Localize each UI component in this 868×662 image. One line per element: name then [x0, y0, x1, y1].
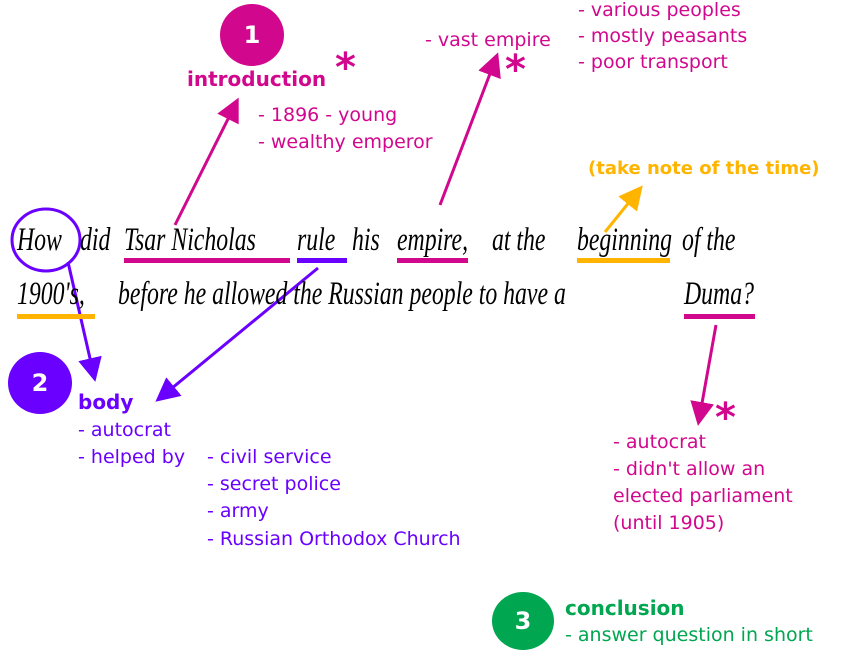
duma-point: elected parliament — [613, 485, 793, 507]
empire-detail: - mostly peasants — [578, 25, 748, 47]
arrow-to-time-note — [603, 185, 643, 233]
body-point: - helped by — [78, 446, 186, 468]
underline-rule — [297, 258, 347, 263]
empire-detail: - various peoples — [578, 0, 741, 21]
step-number: 1 — [243, 21, 261, 49]
question-word: rule — [297, 222, 336, 258]
duma-point: - autocrat — [613, 431, 707, 453]
question-word: empire, — [397, 222, 469, 258]
helper-item: - civil service — [207, 446, 332, 468]
question-word: his — [352, 222, 380, 258]
question-word: of the — [682, 222, 736, 258]
question-word: before he allowed the Russian people to … — [118, 276, 566, 312]
arrow-to-vast-empire — [438, 52, 501, 206]
step-3-badge: 3 — [492, 592, 554, 650]
underline-tsar-nicholas — [124, 258, 290, 263]
question-word: at the — [492, 222, 546, 258]
arrow-to-body-from-how — [66, 261, 102, 382]
conclusion-point: - answer question in short — [565, 624, 813, 646]
underline-empire — [397, 258, 468, 263]
question-word: beginning — [577, 222, 673, 258]
intro-point: - wealthy emperor — [258, 131, 433, 153]
asterisk-icon: * — [715, 395, 736, 441]
asterisk-icon: * — [505, 47, 526, 93]
duma-point: - didn't allow an — [613, 458, 766, 480]
underline-beginning — [577, 258, 670, 263]
introduction-title: introduction — [187, 67, 327, 91]
conclusion-title: conclusion — [565, 596, 685, 620]
helper-item: - secret police — [207, 473, 341, 495]
arrow-to-body-from-rule — [155, 266, 319, 402]
question-word: 1900's, — [17, 276, 85, 312]
question-word: Tsar Nicholas — [124, 222, 256, 258]
underline-duma — [684, 314, 755, 319]
body-point: - autocrat — [78, 419, 172, 441]
step-number: 2 — [31, 369, 49, 397]
step-2-badge: 2 — [8, 352, 72, 414]
step-number: 3 — [514, 607, 532, 635]
question-word: did — [80, 222, 111, 258]
arrow-to-introduction — [173, 97, 239, 226]
empire-detail: - poor transport — [578, 51, 728, 73]
underline-1900s — [17, 314, 95, 319]
body-title: body — [78, 390, 134, 414]
asterisk-icon: * — [335, 45, 356, 91]
question-word: How — [17, 222, 62, 258]
intro-point: - 1896 - young — [258, 104, 398, 126]
helper-item: - Russian Orthodox Church — [207, 528, 461, 550]
empire-point: - vast empire — [425, 29, 551, 51]
time-note: (take note of the time) — [588, 158, 820, 179]
step-1-badge: 1 — [220, 4, 284, 66]
how-circle — [10, 207, 82, 273]
duma-point: (until 1905) — [613, 512, 725, 534]
helper-item: - army — [207, 500, 269, 522]
arrow-to-duma-notes — [690, 324, 718, 426]
question-word: Duma? — [684, 276, 754, 312]
